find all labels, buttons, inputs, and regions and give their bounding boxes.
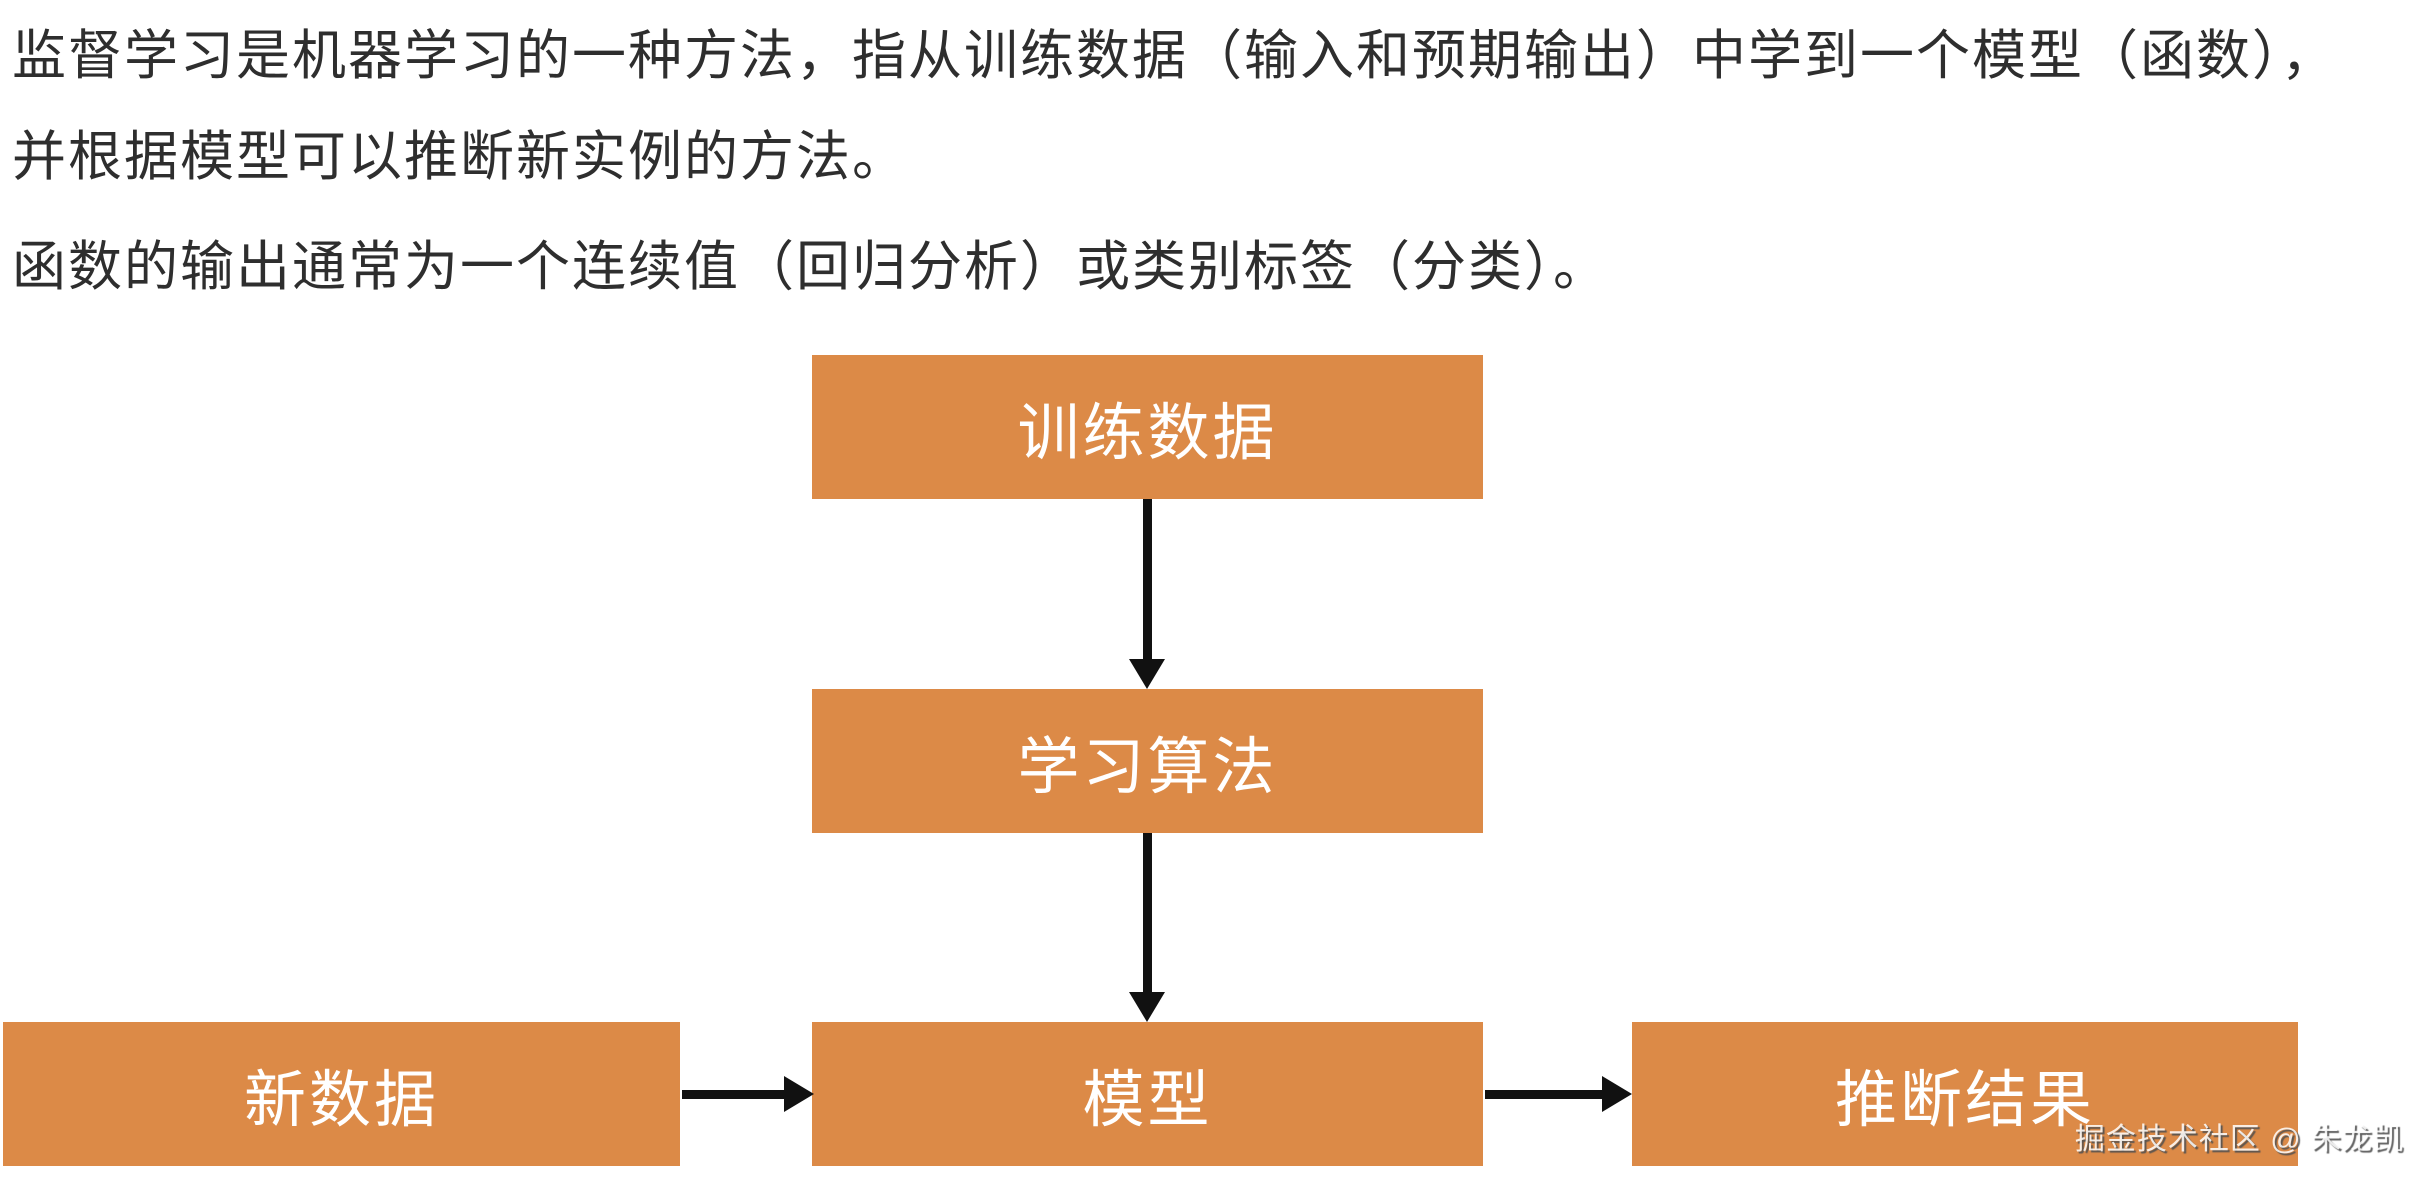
node-learning-algorithm-label: 学习算法 xyxy=(1017,733,1278,802)
arrow-train-to-algorithm xyxy=(1129,499,1165,689)
arrow-shaft xyxy=(682,1090,784,1099)
arrow-down-icon xyxy=(1129,992,1165,1022)
arrow-shaft xyxy=(1143,833,1152,992)
node-inference-result: 推断结果 xyxy=(1632,1022,2298,1166)
node-train-data: 训练数据 xyxy=(812,355,1483,499)
node-train-data-label: 训练数据 xyxy=(1017,399,1278,468)
arrow-model-to-result xyxy=(1485,1076,1632,1112)
node-new-data: 新数据 xyxy=(3,1022,680,1166)
arrow-newdata-to-model xyxy=(682,1076,814,1112)
arrow-right-icon xyxy=(784,1076,814,1112)
node-model: 模型 xyxy=(812,1022,1483,1166)
intro-line-3: 函数的输出通常为一个连续值（回归分析）或类别标签（分类）。 xyxy=(12,237,1609,297)
intro-text: 监督学习是机器学习的一种方法，指从训练数据（输入和预期输出）中学到一个模型（函数… xyxy=(12,6,2422,318)
watermark: 掘金技术社区 @ 朱龙凯 xyxy=(2074,1123,2404,1156)
node-new-data-label: 新数据 xyxy=(243,1066,439,1135)
node-model-label: 模型 xyxy=(1082,1066,1213,1135)
node-inference-result-label: 推断结果 xyxy=(1834,1066,2095,1135)
arrow-algorithm-to-model xyxy=(1129,833,1165,1022)
intro-line-2: 并根据模型可以推断新实例的方法。 xyxy=(12,127,908,187)
intro-line-1: 监督学习是机器学习的一种方法，指从训练数据（输入和预期输出）中学到一个模型（函数… xyxy=(12,26,2337,86)
arrow-down-icon xyxy=(1129,659,1165,689)
node-learning-algorithm: 学习算法 xyxy=(812,689,1483,833)
arrow-shaft xyxy=(1143,499,1152,659)
arrow-right-icon xyxy=(1602,1076,1632,1112)
arrow-shaft xyxy=(1485,1090,1602,1099)
